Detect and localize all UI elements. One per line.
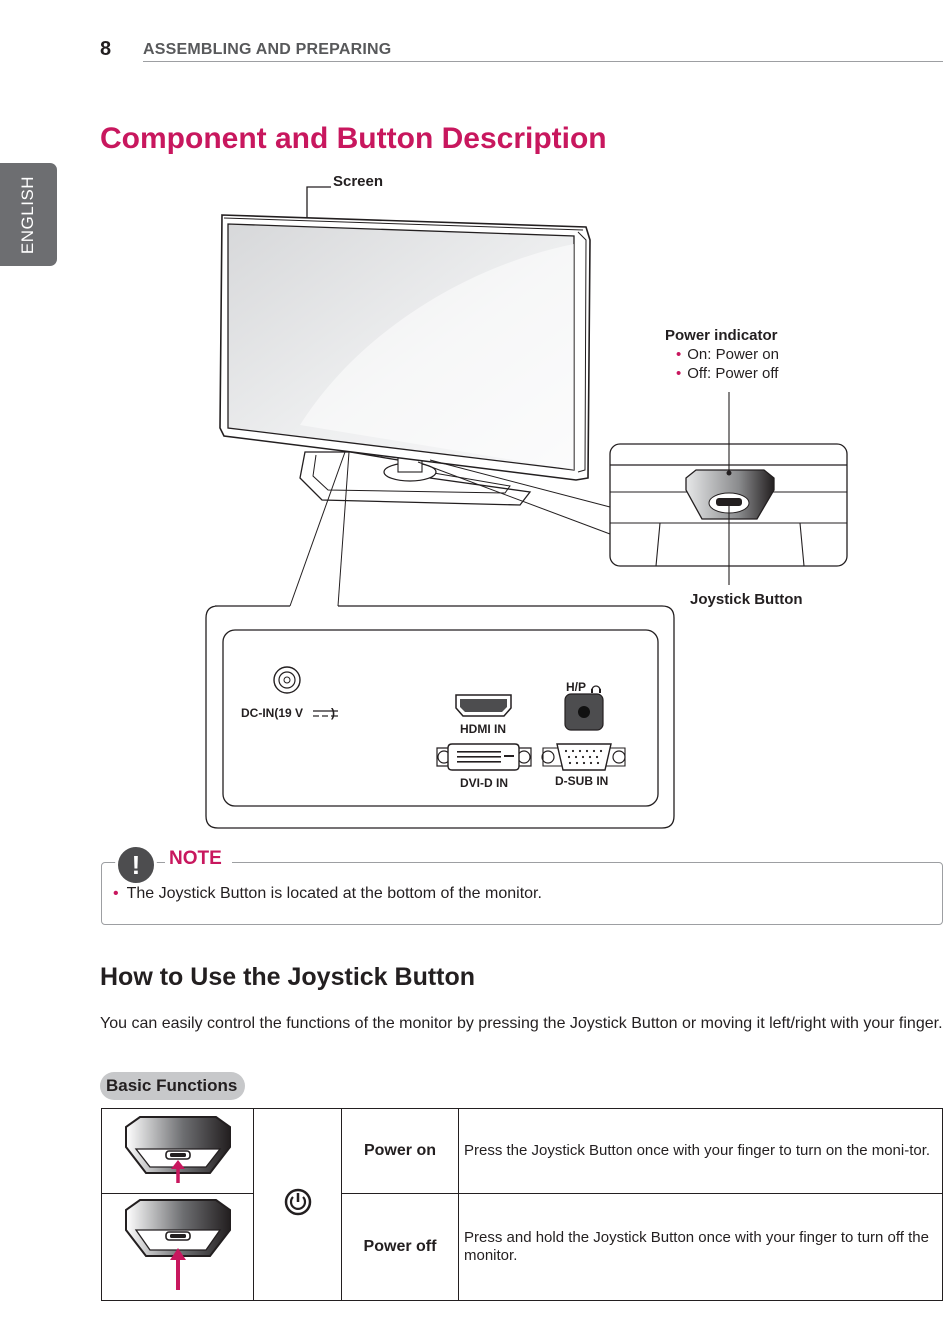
header-rule bbox=[143, 61, 943, 62]
power-indicator-off: •Off: Power off bbox=[676, 365, 779, 382]
function-name-power-off: Power off bbox=[341, 1193, 459, 1301]
section-header: ASSEMBLING AND PREPARING bbox=[143, 41, 392, 58]
table-row: Power off Press and hold the Joystick Bu… bbox=[101, 1193, 943, 1301]
bullet-icon: • bbox=[113, 885, 119, 902]
intro-paragraph: You can easily control the functions of … bbox=[100, 1015, 943, 1032]
dsub-label: D-SUB IN bbox=[555, 774, 609, 788]
functions-table: Power on Press the Joystick Button once … bbox=[101, 1108, 943, 1301]
screen-label: Screen bbox=[333, 173, 384, 190]
language-tab: ENGLISH bbox=[0, 163, 57, 266]
power-indicator-title: Power indicator bbox=[665, 327, 778, 344]
joystick-hold-image bbox=[101, 1193, 254, 1301]
exclamation-icon: ! bbox=[115, 844, 157, 886]
joystick-hold-icon bbox=[125, 1199, 231, 1290]
joystick-press-icon bbox=[125, 1116, 231, 1183]
power-indicator-on: •On: Power on bbox=[676, 346, 779, 363]
bullet-icon: • bbox=[676, 346, 682, 363]
page-title: Component and Button Description bbox=[100, 122, 607, 155]
note-item: •The Joystick Button is located at the b… bbox=[113, 885, 542, 902]
monitor-diagram bbox=[205, 186, 848, 829]
section-title: How to Use the Joystick Button bbox=[100, 963, 476, 991]
table-row: Power on Press the Joystick Button once … bbox=[101, 1108, 943, 1301]
note-box bbox=[101, 862, 943, 925]
function-name-power-on: Power on bbox=[341, 1108, 459, 1194]
hp-label: H/P bbox=[566, 680, 587, 694]
dc-in-label: DC-IN(19 V) bbox=[241, 706, 336, 720]
power-icon-cell bbox=[253, 1108, 342, 1301]
function-desc-power-on: Press the Joystick Button once with your… bbox=[458, 1108, 943, 1194]
bullet-icon: • bbox=[676, 365, 682, 382]
joystick-press-image bbox=[101, 1108, 254, 1194]
hdmi-label: HDMI IN bbox=[460, 722, 506, 736]
note-label: NOTE bbox=[165, 848, 232, 870]
function-desc-power-off: Press and hold the Joystick Button once … bbox=[458, 1193, 943, 1301]
basic-functions-badge: Basic Functions bbox=[100, 1072, 246, 1100]
power-icon bbox=[284, 1188, 311, 1216]
dvi-label: DVI-D IN bbox=[460, 776, 508, 790]
joystick-button-label: Joystick Button bbox=[690, 591, 803, 608]
page-number: 8 bbox=[100, 38, 112, 60]
